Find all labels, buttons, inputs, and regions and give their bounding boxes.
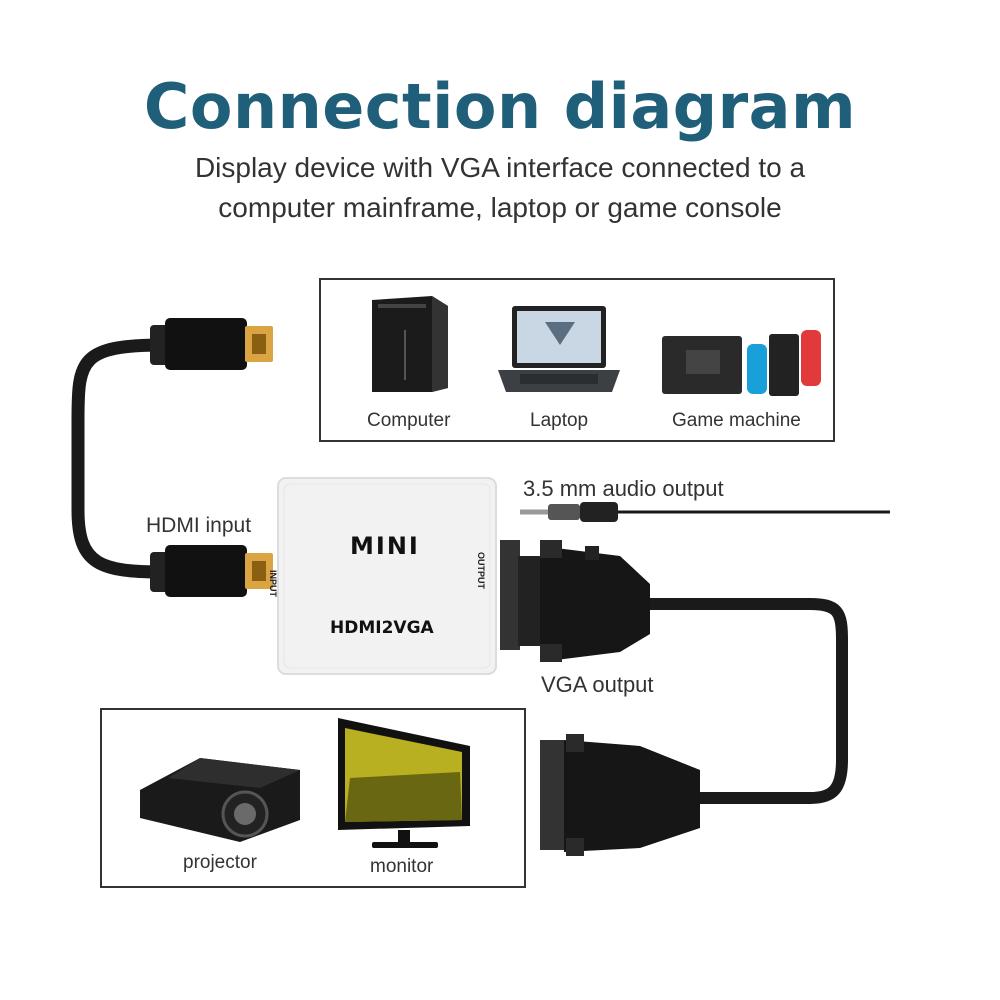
subtitle-line-1: Display device with VGA interface connec… (194, 152, 806, 183)
hdmi-cable (71, 338, 172, 579)
projector-icon (140, 758, 300, 842)
vga-connector-top (500, 540, 650, 662)
vga-connector-bottom (540, 734, 700, 856)
hdmi-connector-bottom (150, 545, 273, 597)
display-label-monitor: monitor (370, 856, 434, 877)
adapter-input-port-label: INPUT (268, 570, 278, 597)
hdmi-input-callout: HDMI input (146, 514, 252, 537)
diagram-subtitle: Display device with VGA interface connec… (0, 148, 1000, 228)
audio-output-callout: 3.5 mm audio output (523, 476, 724, 501)
subtitle-line-2: computer mainframe, laptop or game conso… (218, 192, 782, 223)
adapter-output-port-label: OUTPUT (476, 552, 486, 589)
hdmi-connector-top (150, 318, 273, 370)
vga-cable (642, 598, 848, 804)
monitor-icon (338, 718, 470, 848)
source-label-computer: Computer (367, 410, 451, 431)
vga-output-callout: VGA output (541, 672, 654, 697)
game-console-icon (662, 330, 821, 396)
audio-jack (520, 502, 890, 522)
adapter-brand-label: MINI (350, 532, 420, 560)
computer-tower-icon (372, 296, 448, 392)
diagram-title: Connection diagram (143, 70, 857, 143)
laptop-icon (498, 306, 620, 392)
source-label-laptop: Laptop (530, 410, 589, 431)
adapter-model-label: HDMI2VGA (330, 618, 434, 638)
adapter-body (277, 477, 497, 675)
display-label-projector: projector (183, 852, 257, 873)
source-label-game-machine: Game machine (672, 410, 801, 431)
